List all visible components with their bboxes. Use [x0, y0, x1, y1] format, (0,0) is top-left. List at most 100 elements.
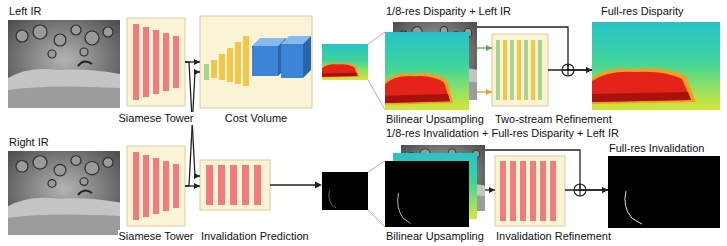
zoom-fan-line: [368, 210, 385, 227]
refinement-block: Two-stream Refinement: [492, 34, 548, 106]
invalidation-prediction-symbol: [254, 165, 261, 205]
connector-line: [485, 150, 608, 190]
low-res-disparity: [322, 44, 368, 80]
cost-volume-symbol: [235, 42, 241, 84]
refinement-symbol: [503, 40, 507, 100]
ir-photo: [8, 20, 120, 108]
cost-volume-symbol: [211, 60, 217, 78]
connector: [485, 150, 608, 193]
block-label: Siamese Tower: [118, 230, 195, 243]
zoom-fan-line: [368, 161, 385, 172]
block-label: Two-stream Refinement: [494, 113, 613, 126]
disparity-output: [592, 22, 720, 110]
invalidation-prediction-symbol: [200, 160, 270, 210]
network-block: Siamese Tower: [127, 18, 185, 106]
cost-volume-symbol: [211, 36, 249, 86]
arrow-head: [486, 89, 492, 95]
block-label: Cost Volume: [224, 112, 288, 125]
block-label: 1/8-res Disparity + Left IR: [385, 5, 512, 18]
arrow-head: [194, 59, 200, 65]
refinement-symbol: [492, 34, 548, 106]
refinement-symbol: [492, 34, 548, 106]
siamese-tower-symbol: [127, 18, 185, 106]
refinement-symbol: [531, 40, 535, 100]
cost-volume-symbol: [227, 48, 233, 82]
arrow-head: [602, 187, 608, 193]
zoom-fan-line: [368, 32, 385, 227]
low-res-invalidation: [322, 172, 368, 210]
stacked-images: [385, 145, 485, 227]
output-image: Full-res Disparity: [592, 22, 720, 110]
refinement-symbol: [510, 161, 516, 221]
invalidation-prediction-symbol: [206, 165, 213, 205]
refinement-symbol: [538, 40, 542, 100]
connector: [185, 183, 200, 189]
stacked-images: [385, 32, 469, 110]
ir-image: Left IR: [8, 20, 120, 108]
invalidation-prediction-symbol: [242, 165, 249, 205]
connector: [185, 69, 200, 186]
siamese-tower-symbol: [153, 158, 159, 214]
siamese-tower-symbol: [133, 24, 139, 100]
siamese-tower-symbol: [163, 161, 169, 211]
connector: [477, 45, 492, 51]
refinement-symbol: [496, 40, 500, 100]
arrow-head: [586, 67, 592, 73]
connector: [477, 27, 592, 73]
wire-arrow: [270, 182, 322, 189]
cost-volume-symbol: [204, 64, 209, 80]
connector-line: [477, 27, 592, 70]
siamese-tower-symbol: [133, 152, 179, 220]
siamese-tower-symbol: [143, 27, 149, 97]
step-label: Bilinear Upsampling: [385, 230, 485, 243]
cost-volume: Cost Volume: [200, 16, 312, 108]
connector: [485, 187, 495, 193]
cost-volume-symbol: [243, 36, 249, 86]
invalidation-prediction-symbol: [206, 165, 261, 205]
refinement-symbol: [495, 156, 565, 226]
cost-volume-symbol: [200, 16, 312, 108]
low-res-disparity: [322, 44, 368, 80]
arrow-head: [194, 183, 200, 189]
siamese-tower-symbol: [173, 164, 179, 208]
stacked-images: [385, 161, 469, 227]
cost-volume-symbol: [200, 16, 312, 108]
invalidation-prediction-symbol: [200, 160, 270, 210]
ir-photo: [8, 20, 120, 235]
zoom-fan-line: [368, 32, 385, 44]
block-label: Right IR: [8, 136, 50, 149]
refinement-symbol: [495, 156, 565, 226]
invalidation-output: [608, 156, 720, 228]
block-label: Invalidation Prediction: [200, 230, 310, 243]
invalidation-output: [608, 156, 720, 228]
refinement-symbol: [510, 40, 514, 100]
arrow-head: [194, 69, 200, 75]
image-stack: 1/8-res Invalidation + Full-res Disparit…: [385, 145, 485, 227]
network-block: Invalidation Prediction: [200, 160, 270, 210]
step-label: Bilinear Upsampling: [385, 113, 485, 126]
wire-arrow: [315, 182, 322, 189]
invalidation-prediction-symbol: [218, 165, 225, 205]
image-stack: 1/8-res Disparity + Left IRBilinear Upsa…: [385, 22, 477, 110]
siamese-tower-symbol: [173, 36, 179, 88]
arrow-head: [489, 187, 495, 193]
block-label: Full-res Invalidation: [608, 142, 705, 155]
refinement-symbol: [530, 161, 536, 221]
stacked-images: [385, 22, 477, 110]
refinement-symbol: [500, 161, 506, 221]
disparity-output: [592, 22, 720, 110]
network-block: Siamese Tower: [127, 146, 185, 226]
arrow-head: [486, 45, 492, 51]
cost-volume-symbol: [252, 46, 278, 76]
refinement-symbol: [550, 161, 556, 221]
cost-volume-symbol: [219, 54, 225, 80]
block-label: 1/8-res Invalidation + Full-res Disparit…: [385, 127, 620, 140]
arrow-head: [194, 173, 200, 179]
siamese-tower-symbol: [127, 146, 185, 226]
refinement-symbol: [517, 40, 521, 100]
low-res-invalidation: [322, 172, 368, 210]
siamese-tower-symbol: [133, 24, 179, 100]
